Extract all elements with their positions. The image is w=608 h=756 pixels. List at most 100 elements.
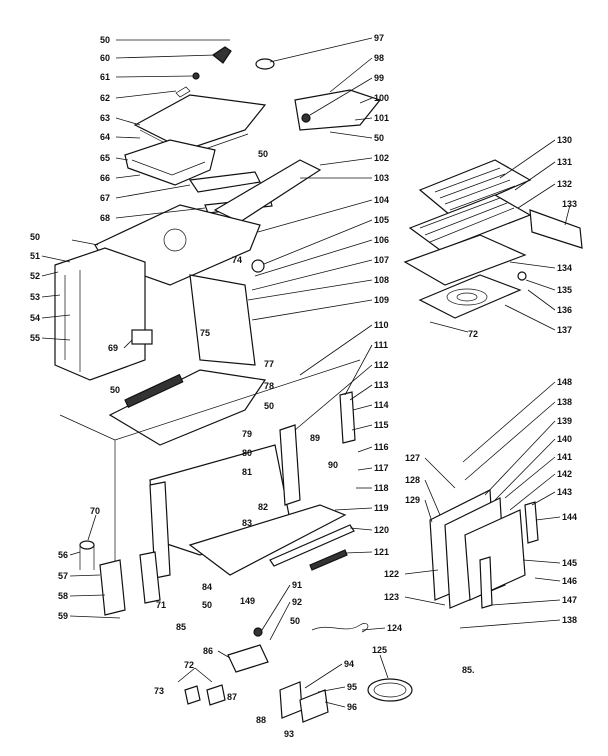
- label-131: 131: [557, 157, 572, 167]
- part-burner-box-detail: [131, 159, 206, 176]
- label-81: 81: [242, 467, 252, 477]
- leader-52: [41, 271, 59, 277]
- part-burner-coil-inner: [456, 292, 478, 302]
- part-oven-bottom-78: [108, 369, 267, 446]
- leader-107: [251, 259, 373, 291]
- label-91: 91: [292, 580, 302, 590]
- label-54: 54: [30, 313, 40, 323]
- label-140: 140: [557, 434, 572, 444]
- leader-66: [115, 174, 141, 179]
- label-139: 139: [557, 416, 572, 426]
- part-bar-102: [213, 159, 322, 223]
- label-116: 116: [374, 442, 389, 452]
- leader-100: [359, 97, 373, 104]
- leader-145: [522, 559, 561, 564]
- part-broiler-pan-130: [418, 159, 532, 216]
- label-133: 133: [562, 199, 577, 209]
- label-145: 145: [562, 558, 577, 568]
- part-drawings: [54, 46, 583, 723]
- part-box-88: [279, 681, 303, 719]
- label-50e: 50: [258, 149, 268, 159]
- label-107: 107: [374, 255, 389, 265]
- label-142: 142: [557, 469, 572, 479]
- leader-105: [263, 219, 373, 265]
- label-113: 113: [374, 380, 389, 390]
- leader-139: [484, 420, 556, 496]
- label-65: 65: [100, 153, 110, 163]
- leader-116: [357, 446, 373, 453]
- part-side-panel-52: [54, 247, 146, 381]
- label-59: 59: [58, 611, 68, 621]
- leader-112: [294, 364, 373, 431]
- leader-129: [424, 499, 433, 523]
- leader-99: [309, 77, 373, 116]
- label-149: 149: [240, 596, 255, 606]
- part-drip-pan-134: [403, 234, 527, 286]
- leader-147: [491, 599, 561, 606]
- leader-57: [69, 574, 101, 577]
- label-132: 132: [557, 179, 572, 189]
- leader-96: [324, 701, 346, 708]
- part-block-73: [184, 685, 201, 705]
- label-78: 78: [264, 381, 274, 391]
- leader-127: [424, 457, 456, 489]
- leader-64: [115, 136, 141, 139]
- label-108: 108: [374, 275, 389, 285]
- leader-134: [509, 261, 556, 269]
- part-burner-coil: [446, 288, 488, 306]
- leader-122: [404, 569, 439, 575]
- part-leg-56: [79, 540, 95, 550]
- label-138b: 138: [562, 615, 577, 625]
- label-68: 68: [100, 213, 110, 223]
- label-87: 87: [227, 692, 237, 702]
- label-124: 124: [387, 623, 402, 633]
- part-rail-71: [139, 551, 161, 604]
- leader-106: [254, 239, 373, 277]
- leader-50b: [71, 239, 99, 246]
- leader-53: [41, 294, 61, 298]
- leader-104: [257, 199, 373, 233]
- label-115: 115: [374, 420, 389, 430]
- leader-61: [115, 75, 194, 78]
- leader-144: [535, 516, 561, 521]
- label-70: 70: [90, 506, 100, 516]
- leader-86: [217, 650, 231, 659]
- label-77: 77: [264, 359, 274, 369]
- leader-128: [424, 479, 441, 516]
- label-86: 86: [203, 646, 213, 656]
- label-114: 114: [374, 400, 389, 410]
- label-73: 73: [154, 686, 164, 696]
- part-valve-bracket-86: [227, 644, 269, 673]
- part-grid-131-lines: [419, 197, 515, 243]
- leader-51: [41, 255, 71, 263]
- leader-59: [69, 615, 121, 619]
- label-67: 67: [100, 193, 110, 203]
- leader-140: [494, 438, 556, 501]
- leader-136: [527, 289, 556, 311]
- leader-110: [299, 324, 373, 376]
- label-50c: 50: [110, 385, 120, 395]
- label-50d: 50: [374, 133, 384, 143]
- leader-131: [514, 161, 556, 191]
- part-door-trim-147: [479, 556, 493, 609]
- label-51: 51: [30, 251, 40, 261]
- label-97: 97: [374, 33, 384, 43]
- label-72b: 72: [184, 660, 194, 670]
- label-144: 144: [562, 512, 577, 522]
- part-strip-120: [269, 524, 355, 567]
- label-61: 61: [100, 72, 110, 82]
- part-cap-97: [255, 58, 275, 70]
- label-104: 104: [374, 195, 389, 205]
- label-147: 147: [562, 595, 577, 605]
- label-129: 129: [405, 495, 420, 505]
- part-knob-135: [517, 271, 527, 281]
- label-50g: 50: [202, 600, 212, 610]
- part-main-top-hole: [163, 228, 187, 252]
- label-101: 101: [374, 113, 389, 123]
- label-99: 99: [374, 73, 384, 83]
- leader-138a: [464, 401, 556, 481]
- label-136: 136: [557, 305, 572, 315]
- label-134: 134: [557, 263, 572, 273]
- leader-65: [115, 157, 129, 161]
- leader-125: [379, 654, 389, 679]
